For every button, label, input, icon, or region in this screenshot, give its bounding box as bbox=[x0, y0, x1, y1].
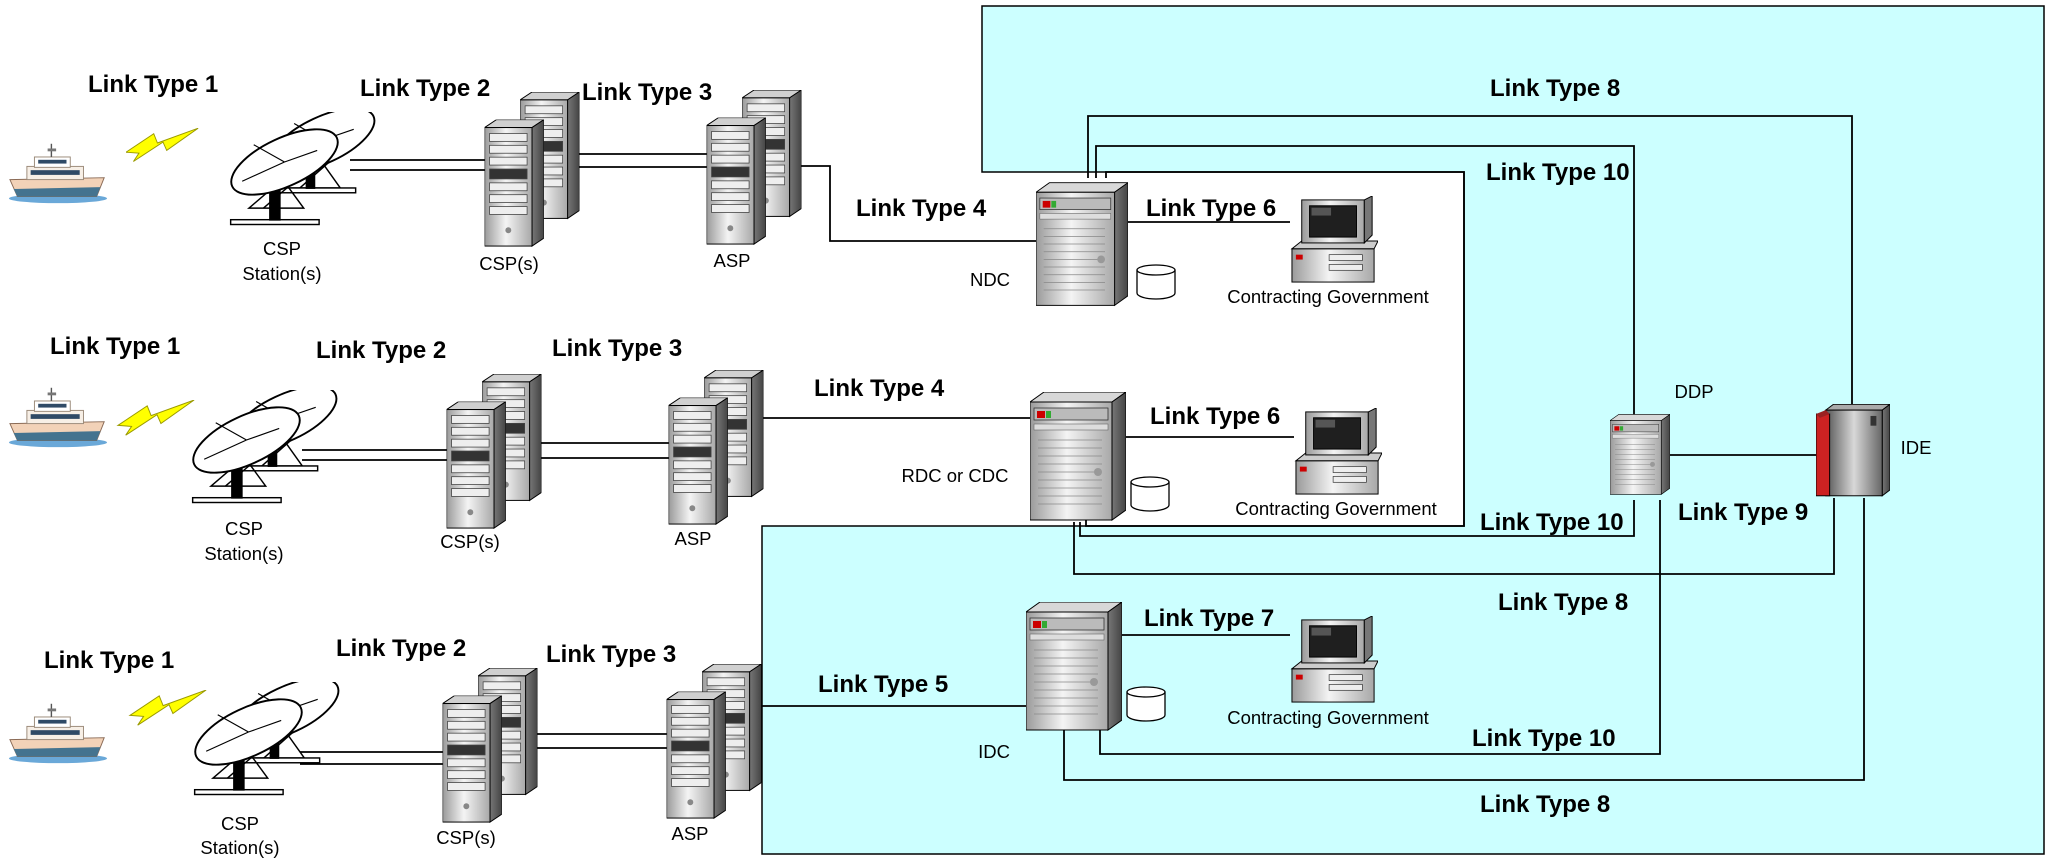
link-type-8-label: Link Type 8 bbox=[1498, 589, 1628, 616]
contracting-government-label: Contracting Government bbox=[1227, 286, 1429, 307]
link-type-8-label: Link Type 8 bbox=[1490, 75, 1620, 102]
lightning-icon bbox=[117, 400, 195, 436]
server-tower-icon bbox=[1036, 182, 1128, 306]
server-tower-icon bbox=[707, 90, 802, 244]
lightning-icon bbox=[129, 690, 207, 726]
csp-station-label: CSP bbox=[221, 813, 259, 834]
link-labels: Link Type 1 Link Type 2 Link Type 3 Link… bbox=[44, 71, 1808, 818]
server-tower-icon bbox=[1026, 602, 1122, 731]
link-type-3-label: Link Type 3 bbox=[582, 79, 712, 106]
database-icon bbox=[1126, 686, 1166, 722]
link-type-7-label: Link Type 7 bbox=[1144, 605, 1274, 632]
link-type-9-label: Link Type 9 bbox=[1678, 499, 1808, 526]
server-tower-icon bbox=[667, 664, 762, 818]
link-type-10-label: Link Type 10 bbox=[1472, 725, 1616, 752]
ship-icon bbox=[8, 387, 108, 448]
satellite-dish-icon bbox=[183, 390, 338, 504]
link-type-5-label: Link Type 5 bbox=[818, 671, 948, 698]
server-tower-icon bbox=[447, 374, 542, 528]
link-type-1-label: Link Type 1 bbox=[88, 71, 218, 98]
server-tower-icon bbox=[1610, 414, 1670, 495]
server-tower-icon bbox=[485, 92, 580, 246]
server-tower-icon bbox=[669, 370, 764, 524]
satellite-dish-icon bbox=[185, 682, 340, 796]
connection-lines bbox=[300, 115, 1865, 781]
link-type-2-label: Link Type 2 bbox=[360, 75, 490, 102]
node-labels: CSP Station(s) CSP(s) ASP NDC Contractin… bbox=[200, 238, 1931, 858]
desktop-computer-icon bbox=[1291, 616, 1378, 703]
ndc-label: NDC bbox=[970, 269, 1010, 290]
database-icon bbox=[1130, 476, 1170, 512]
idc-label: IDC bbox=[978, 741, 1010, 762]
csp-station-label: Station(s) bbox=[200, 837, 279, 858]
link-type-2-label: Link Type 2 bbox=[336, 635, 466, 662]
link-type-10-label: Link Type 10 bbox=[1480, 509, 1624, 536]
lightning-icon bbox=[126, 128, 199, 162]
ship-icon bbox=[8, 143, 108, 204]
link-type-3-label: Link Type 3 bbox=[546, 641, 676, 668]
desktop-computer-icon bbox=[1295, 408, 1382, 495]
csp-station-label: CSP bbox=[263, 238, 301, 259]
server-tower-icon bbox=[1030, 392, 1126, 521]
link-type-1-label: Link Type 1 bbox=[50, 333, 180, 360]
link-type-10-label: Link Type 10 bbox=[1486, 159, 1630, 186]
link-type-4-label: Link Type 4 bbox=[814, 375, 945, 402]
csp-label: CSP(s) bbox=[479, 253, 539, 274]
asp-label: ASP bbox=[674, 528, 711, 549]
database-icon bbox=[1136, 264, 1176, 300]
mainframe-icon bbox=[1816, 404, 1890, 497]
asp-label: ASP bbox=[713, 250, 750, 271]
link-type-4-label: Link Type 4 bbox=[856, 195, 987, 222]
csp-label: CSP(s) bbox=[440, 531, 500, 552]
link-type-2-label: Link Type 2 bbox=[316, 337, 446, 364]
desktop-computer-icon bbox=[1291, 196, 1378, 283]
server-tower-icon bbox=[443, 668, 538, 822]
csp-station-label: Station(s) bbox=[242, 263, 321, 284]
link-type-6-label: Link Type 6 bbox=[1146, 195, 1276, 222]
ide-label: IDE bbox=[1901, 437, 1932, 458]
csp-station-label: CSP bbox=[225, 518, 263, 539]
link-type-6-label: Link Type 6 bbox=[1150, 403, 1280, 430]
asp-label: ASP bbox=[671, 823, 708, 844]
rdc-cdc-label: RDC or CDC bbox=[902, 465, 1009, 486]
contracting-government-label: Contracting Government bbox=[1235, 498, 1437, 519]
csp-station-label: Station(s) bbox=[204, 543, 283, 564]
csp-label: CSP(s) bbox=[436, 827, 496, 848]
ddp-label: DDP bbox=[1674, 381, 1713, 402]
link-type-1-label: Link Type 1 bbox=[44, 647, 174, 674]
ship-icon bbox=[8, 703, 108, 764]
link-type-8-label: Link Type 8 bbox=[1480, 791, 1610, 818]
contracting-government-label: Contracting Government bbox=[1227, 707, 1429, 728]
link-type-3-label: Link Type 3 bbox=[552, 335, 682, 362]
